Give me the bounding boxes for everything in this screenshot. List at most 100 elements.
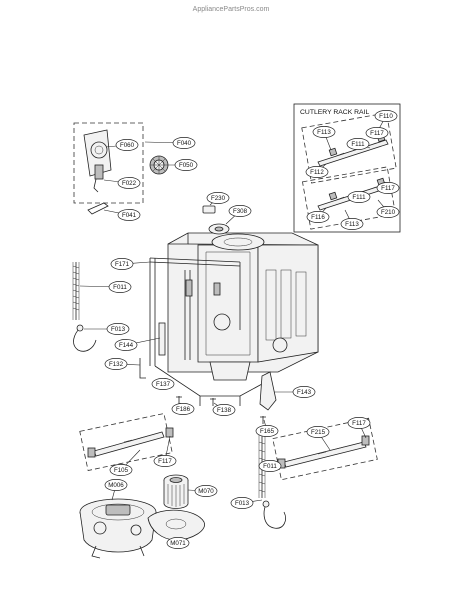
dispenser-actuator: [94, 164, 104, 180]
lower-rail-left: [79, 413, 174, 471]
screw-f165: [260, 416, 266, 424]
callout-label: F308: [233, 208, 248, 215]
tub-bottom-frame: [154, 365, 263, 397]
dispenser-wire: [87, 202, 109, 215]
callout-label: F111: [351, 141, 365, 148]
inset-title: CUTLERY RACK RAIL: [300, 109, 369, 116]
callout-label: F132: [109, 361, 124, 368]
rinse-cap-wheel: [149, 155, 169, 175]
mesh-filter: [147, 509, 205, 541]
callout-f040: F040: [144, 137, 196, 149]
callout-label: F144: [119, 342, 134, 349]
callout-label: M071: [170, 540, 186, 547]
callout-f171: F171: [110, 258, 151, 270]
tub-sump: [209, 361, 251, 381]
screw-f138: [210, 398, 216, 406]
callout-f011: F011: [79, 281, 132, 293]
bracket-f132: [139, 358, 146, 379]
sump-assembly: [79, 498, 157, 559]
callout-label: F013: [111, 326, 126, 333]
callout-f117: F117: [376, 182, 400, 194]
drain-hose-left: [73, 327, 97, 352]
callout-f138: F138: [212, 402, 236, 416]
callout-label: F040: [177, 140, 192, 147]
callout-m071: M071: [166, 537, 190, 549]
callout-f132: F132: [104, 358, 141, 370]
callout-f105: F105: [109, 449, 141, 476]
callout-label: F165: [260, 428, 275, 435]
callout-label: F230: [211, 195, 226, 202]
callout-f215: F215: [306, 426, 331, 451]
callout-f013: F013: [84, 323, 130, 335]
callout-label: F210: [381, 209, 396, 216]
callout-label: F113: [345, 221, 359, 228]
callout-label: F117: [381, 185, 395, 192]
callout-label: F113: [317, 129, 331, 136]
vent-parts: [202, 205, 230, 235]
callout-label: F060: [120, 142, 135, 149]
callout-f117: F117: [153, 435, 177, 467]
callout-f013: F013: [230, 497, 263, 509]
callout-label: F116: [311, 214, 325, 221]
callout-label: F022: [122, 180, 137, 187]
callout-f116: F116: [306, 207, 330, 223]
callout-label: M070: [198, 488, 214, 495]
drain-hose-right: [263, 503, 286, 529]
callout-f111: F111: [347, 191, 371, 203]
door-gasket-left: [72, 262, 80, 320]
callout-f011: F011: [258, 460, 282, 472]
callout-label: F110: [379, 113, 393, 120]
callout-label: F050: [179, 162, 194, 169]
callout-label: F105: [114, 467, 129, 474]
callout-f143: F143: [274, 386, 316, 398]
tub-assembly: [149, 232, 319, 406]
callout-label: F112: [310, 169, 324, 176]
callout-f112: F112: [305, 163, 329, 178]
callout-label: F138: [217, 407, 232, 414]
callout-f110: F110: [374, 110, 398, 137]
callout-label: F111: [352, 194, 366, 201]
detergent-dispenser-group: [73, 122, 169, 215]
callout-f113: F113: [312, 126, 336, 151]
callout-label: F013: [235, 500, 250, 507]
callout-f210: F210: [376, 199, 400, 218]
callout-m006: M006: [104, 479, 128, 501]
callout-f308: F308: [225, 205, 252, 225]
callout-f041: F041: [103, 209, 141, 221]
callout-label: F117: [158, 458, 172, 465]
callout-label: F011: [263, 463, 277, 470]
callout-f022: F022: [103, 177, 141, 189]
callout-label: F171: [115, 261, 130, 268]
callout-label: F137: [156, 381, 171, 388]
rail-end-cap-f117: [165, 427, 174, 438]
callout-label: F041: [122, 212, 137, 219]
callout-f113: F113: [340, 209, 364, 230]
right-bracket: [259, 371, 277, 411]
callout-label: F117: [370, 130, 384, 137]
callout-f144: F144: [114, 337, 161, 351]
callout-f117: F117: [347, 417, 371, 439]
rail-end-cap-f117-right: [361, 435, 370, 446]
callout-f165: F165: [255, 419, 279, 437]
tub-side-panel: [197, 244, 259, 363]
callout-f186: F186: [171, 402, 195, 415]
callout-label: F186: [176, 406, 191, 413]
callout-f137: F137: [151, 378, 175, 390]
callout-label: F143: [297, 389, 312, 396]
callout-m070: M070: [187, 485, 218, 497]
tub-front-frame-left: [149, 258, 156, 366]
rail-end-cap-left: [87, 447, 96, 458]
callout-f060: F060: [105, 139, 139, 151]
side-bracket: [158, 322, 166, 356]
watermark: AppliancePartsPros.com: [193, 6, 270, 13]
callout-label: F117: [352, 420, 366, 427]
callout-label: F215: [311, 429, 326, 436]
callout-f111: F111: [346, 138, 371, 150]
tub-back-panel: [257, 244, 319, 363]
tub-top-vent: [211, 233, 265, 251]
callout-label: M006: [108, 482, 124, 489]
callout-label: F011: [113, 284, 127, 291]
callout-f117: F117: [365, 127, 389, 139]
